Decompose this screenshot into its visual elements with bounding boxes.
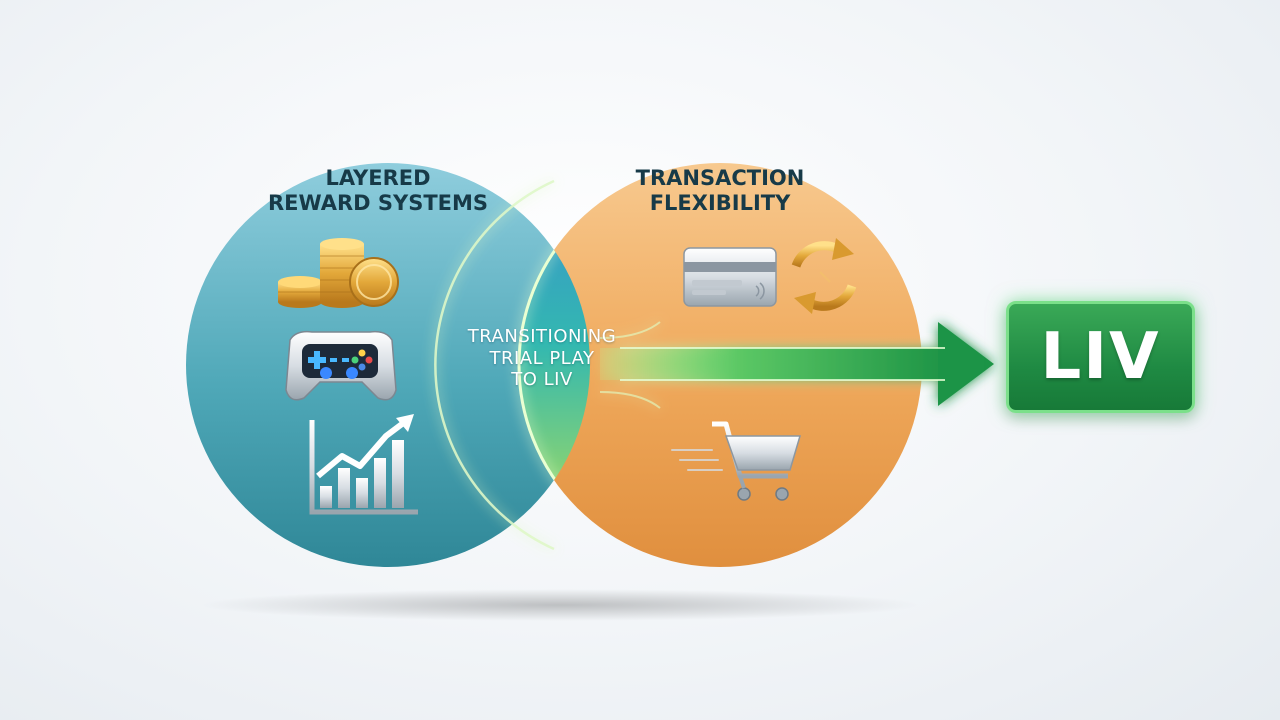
- overlap-left-edge: [434, 179, 555, 551]
- shopping-cart-icon: [671, 421, 802, 501]
- right-title-line-1: TRANSACTION: [635, 166, 805, 190]
- transition-arrow: [599, 321, 994, 409]
- overlap-label-line-1: TRANSITIONING: [467, 326, 617, 347]
- left-title-line-1: LAYERED: [325, 166, 431, 190]
- gamepad-icon: [285, 330, 397, 401]
- left-circle-title: LAYERED REWARD SYSTEMS: [228, 166, 528, 216]
- gold-coins-icon: [278, 238, 399, 308]
- left-title-line-2: REWARD SYSTEMS: [267, 191, 489, 216]
- credit-card-icon: [683, 247, 777, 307]
- floor-shadow: [200, 589, 920, 621]
- refresh-arrows-icon: [791, 238, 857, 314]
- overlap-label-line-3: TO LIV: [511, 369, 573, 391]
- liv-label: LIV: [1040, 320, 1161, 394]
- right-circle-title: TRANSACTION FLEXIBILITY: [575, 166, 865, 216]
- overlap-outline: [517, 163, 590, 567]
- liv-target-box: LIV: [1006, 301, 1195, 413]
- growth-chart-icon: [309, 414, 418, 515]
- overlap-label: TRANSITIONING TRIAL PLAY TO LIV: [442, 326, 642, 391]
- overlap-label-line-2: TRIAL PLAY: [489, 347, 595, 369]
- right-title-line-2: FLEXIBILITY: [649, 191, 791, 216]
